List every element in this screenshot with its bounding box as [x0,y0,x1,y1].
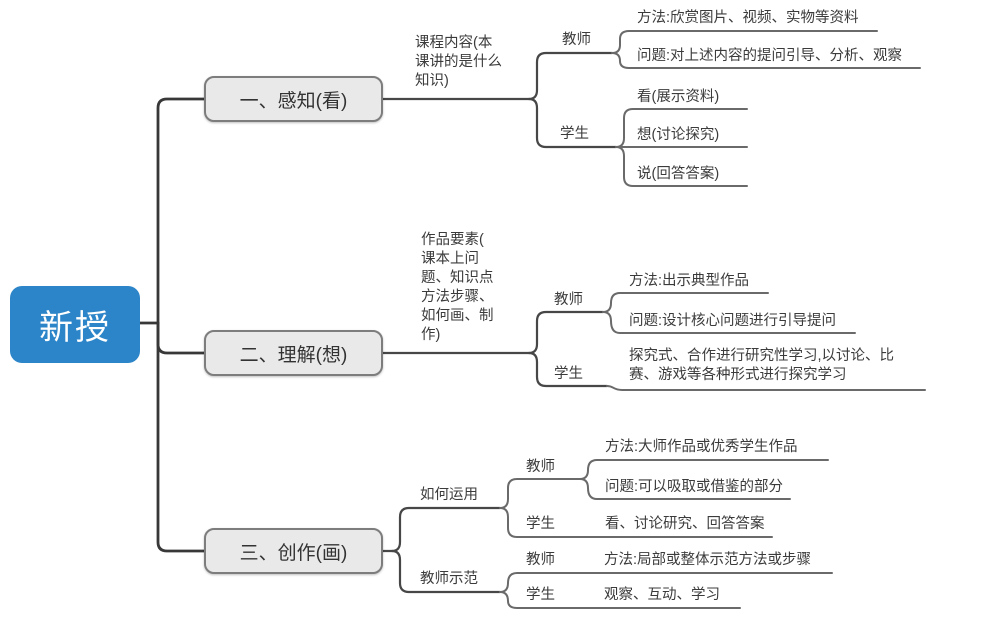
node-b1-teacher-method[interactable]: 方法:欣赏图片、视频、实物等资料 [637,10,859,26]
edge-b2-to-teacher [527,310,605,355]
node-b2-content[interactable]: 作品要素( 课本上问 题、知识点 方法步骤、 如何画、制 作) [421,232,494,343]
node-usage-teacher-question[interactable]: 问题:可以吸取或借鉴的部分 [605,479,784,495]
edge-b2-to-student [527,351,609,388]
node-b2-teacher-method[interactable]: 方法:出示典型作品 [629,273,750,289]
edge-usage-teacher-question [579,478,791,500]
node-b1-student-see[interactable]: 看(展示资料) [637,89,720,105]
edge-usage-teacher-method [579,459,829,480]
branch-box-create-label: 三、创作(画) [239,542,348,564]
edge-b1-teacher-method [611,30,878,54]
root-label: 新授 [39,309,111,347]
node-b2-teacher-question[interactable]: 问题:设计核心问题进行引导提问 [629,313,837,329]
edge-b1-to-teacher [527,51,614,101]
edge-root-to-branch1 [156,97,207,325]
node-b1-student-think[interactable]: 想(讨论探究) [637,127,720,143]
node-usage-student-activity[interactable]: 看、讨论研究、回答答案 [605,516,765,532]
branch-box-perceive[interactable]: 一、感知(看) [204,76,383,122]
edge-b1-teacher-question [611,52,921,69]
node-b1-teacher-question[interactable]: 问题:对上述内容的提问引导、分析、观察 [637,48,903,64]
edge-root-to-branch2 [156,321,207,355]
node-b2-student-activity[interactable]: 探究式、合作进行研究性学习,以讨论、比 赛、游戏等各种形式进行探究学习 [629,348,895,383]
edge-root-to-branch3 [156,321,207,553]
edge-b3-to-usage [390,506,502,553]
node-b3-demo[interactable]: 教师示范 [420,571,478,587]
branch-box-create[interactable]: 三、创作(画) [204,528,383,574]
node-usage-teacher-method[interactable]: 方法:大师作品或优秀学生作品 [605,439,798,455]
node-usage-teacher[interactable]: 教师 [526,459,555,475]
node-usage-student[interactable]: 学生 [526,516,555,532]
node-b2-teacher[interactable]: 教师 [554,292,583,308]
root-node[interactable]: 新授 [10,286,140,363]
branch-box-perceive-label: 一、感知(看) [239,90,348,112]
branch-box-understand-label: 二、理解(想) [239,344,348,366]
edge-b2-student-activity [606,385,926,391]
node-demo-teacher-method[interactable]: 方法:局部或整体示范方法或步骤 [604,552,812,568]
edge-demo-to-teacher [499,572,833,593]
node-b1-teacher[interactable]: 教师 [562,32,591,48]
node-demo-teacher[interactable]: 教师 [526,552,555,568]
edge-b3-to-demo [390,549,502,594]
node-b1-student[interactable]: 学生 [560,126,589,142]
node-b2-student[interactable]: 学生 [554,366,583,382]
edge-demo-to-student [499,591,741,609]
branch-box-understand[interactable]: 二、理解(想) [204,330,383,376]
edge-b2-teacher-method [602,292,769,313]
node-demo-student-activity[interactable]: 观察、互动、学习 [604,587,720,603]
edge-b1-student-say [615,146,748,187]
node-b1-content[interactable]: 课程内容(本 课讲的是什么 知识) [415,35,502,89]
node-b3-usage[interactable]: 如何运用 [420,487,478,503]
edge-b1-to-student [527,97,618,149]
edge-b2-teacher-question [602,311,856,334]
edge-usage-to-teacher [499,478,581,509]
edge-b1-student-see [615,108,748,148]
edge-usage-to-student [499,507,773,538]
node-b1-student-say[interactable]: 说(回答答案) [637,166,720,182]
node-demo-student[interactable]: 学生 [526,587,555,603]
